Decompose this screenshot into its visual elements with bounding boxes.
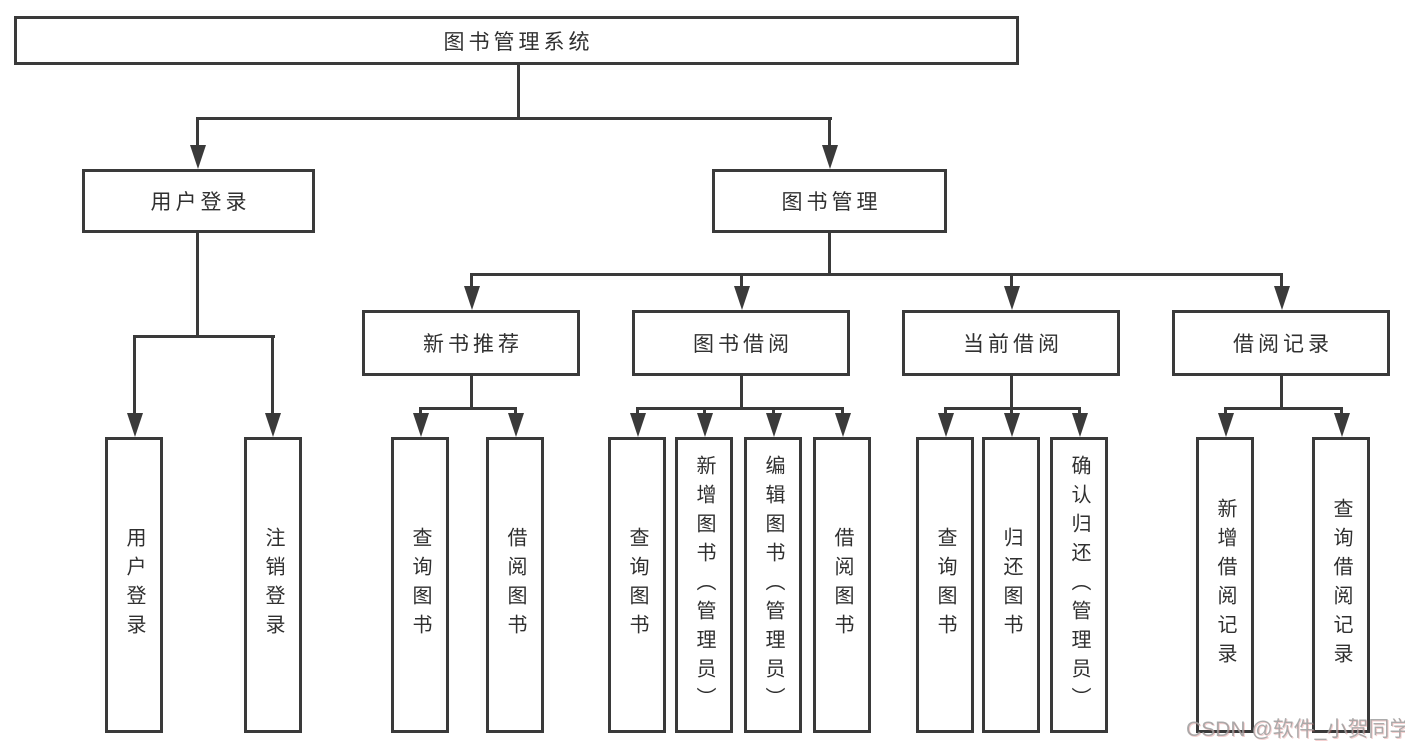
- leaf-borrow-books-recommend-label: 借阅图书: [504, 527, 526, 643]
- arrowhead-new-book-recommend: [464, 286, 480, 310]
- node-user-login-module: 用户登录: [82, 169, 315, 233]
- leaf-query-books-borrowing-label: 查询图书: [626, 527, 648, 643]
- leaf-query-books-current-label: 查询图书: [934, 527, 956, 643]
- node-book-borrowing: 图书借阅: [632, 310, 850, 376]
- node-new-book-recommend-label: 新书推荐: [423, 333, 523, 356]
- connector-to-leaf-query-current: [944, 407, 947, 415]
- arrowhead-leaf-confirm-return: [1072, 413, 1088, 437]
- connector-to-leaf-borrow-recommend: [514, 407, 517, 415]
- node-new-book-recommend: 新书推荐: [362, 310, 580, 376]
- leaf-confirm-return-admin-label: 确认归还（管理员）: [1068, 454, 1090, 716]
- connector-borrowing-bar: [636, 407, 844, 410]
- leaf-query-books-current: 查询图书: [916, 437, 974, 733]
- leaf-query-books-recommend-label: 查询图书: [409, 527, 431, 643]
- leaf-edit-book-admin: 编辑图书（管理员）: [744, 437, 802, 733]
- connector-to-leaf-edit-book: [772, 407, 775, 415]
- node-root-label: 图书管理系统: [443, 30, 594, 54]
- leaf-edit-book-admin-label: 编辑图书（管理员）: [762, 454, 784, 716]
- csdn-watermark: CSDN @软件_小贺同学: [1186, 718, 1405, 741]
- arrowhead-borrowing-records: [1274, 286, 1290, 310]
- connector-current-stem: [1010, 376, 1013, 407]
- leaf-query-borrow-record-label: 查询借阅记录: [1330, 498, 1352, 672]
- node-current-borrowing: 当前借阅: [902, 310, 1120, 376]
- leaf-user-login-label: 用户登录: [123, 527, 145, 643]
- connector-to-leaf-query-recommend: [419, 407, 422, 415]
- arrowhead-user-login: [190, 145, 206, 169]
- connector-records-bar: [1224, 407, 1342, 410]
- connector-to-leaf-query-borrowing: [636, 407, 639, 415]
- leaf-add-book-admin: 新增图书（管理员）: [675, 437, 733, 733]
- leaf-user-login: 用户登录: [105, 437, 163, 733]
- arrowhead-leaf-user-login: [127, 413, 143, 437]
- connector-to-leaf-user-login: [133, 335, 136, 415]
- connector-borrowing-stem: [740, 376, 743, 407]
- leaf-add-book-admin-label: 新增图书（管理员）: [693, 454, 715, 716]
- node-borrowing-records: 借阅记录: [1172, 310, 1390, 376]
- connector-user-login-bar: [133, 335, 275, 338]
- leaf-borrow-books-borrowing-label: 借阅图书: [831, 527, 853, 643]
- arrowhead-leaf-logout: [265, 413, 281, 437]
- leaf-add-borrow-record-label: 新增借阅记录: [1214, 498, 1236, 672]
- connector-root-bar: [196, 117, 832, 120]
- leaf-query-books-recommend: 查询图书: [391, 437, 449, 733]
- node-book-borrowing-label: 图书借阅: [693, 333, 793, 356]
- leaf-return-books: 归还图书: [982, 437, 1040, 733]
- node-user-login-module-label: 用户登录: [150, 191, 251, 214]
- arrowhead-leaf-return-books: [1004, 413, 1020, 437]
- leaf-query-books-borrowing: 查询图书: [608, 437, 666, 733]
- arrowhead-leaf-add-record: [1218, 413, 1234, 437]
- arrowhead-leaf-query-record: [1334, 413, 1350, 437]
- arrowhead-current-borrowing: [1004, 286, 1020, 310]
- arrowhead-book-management: [822, 145, 838, 169]
- connector-to-leaf-add-record: [1224, 407, 1227, 415]
- node-borrowing-records-label: 借阅记录: [1233, 333, 1333, 356]
- arrowhead-leaf-borrow-book: [835, 413, 851, 437]
- arrowhead-book-borrowing: [734, 286, 750, 310]
- leaf-borrow-books-borrowing: 借阅图书: [813, 437, 871, 733]
- leaf-add-borrow-record: 新增借阅记录: [1196, 437, 1254, 733]
- connector-book-management-stem: [828, 233, 831, 273]
- leaf-confirm-return-admin: 确认归还（管理员）: [1050, 437, 1108, 733]
- node-current-borrowing-label: 当前借阅: [963, 333, 1063, 356]
- arrowhead-leaf-query-borrowing: [630, 413, 646, 437]
- connector-to-leaf-confirm-return: [1078, 407, 1081, 415]
- arrowhead-leaf-add-book: [697, 413, 713, 437]
- connector-to-current-borrowing: [1010, 273, 1013, 288]
- connector-recommend-bar: [419, 407, 517, 410]
- leaf-query-borrow-record: 查询借阅记录: [1312, 437, 1370, 733]
- connector-recommend-stem: [470, 376, 473, 407]
- connector-to-new-book-recommend: [470, 273, 473, 288]
- arrowhead-leaf-query-recommend: [413, 413, 429, 437]
- leaf-return-books-label: 归还图书: [1000, 527, 1022, 643]
- node-book-management: 图书管理: [712, 169, 947, 233]
- connector-root-stem: [517, 65, 520, 117]
- connector-records-stem: [1280, 376, 1283, 407]
- connector-root-to-book-management: [828, 117, 831, 147]
- leaf-logout: 注销登录: [244, 437, 302, 733]
- connector-to-leaf-logout: [271, 335, 274, 415]
- arrowhead-leaf-edit-book: [766, 413, 782, 437]
- connector-to-borrowing-records: [1280, 273, 1283, 288]
- node-book-management-label: 图书管理: [781, 191, 882, 214]
- connector-to-leaf-add-book: [703, 407, 706, 415]
- connector-to-book-borrowing: [740, 273, 743, 288]
- connector-root-to-user-login: [196, 117, 199, 147]
- leaf-logout-label: 注销登录: [262, 527, 284, 643]
- connector-to-leaf-query-record: [1340, 407, 1343, 415]
- arrowhead-leaf-borrow-recommend: [508, 413, 524, 437]
- connector-book-management-bar: [470, 273, 1283, 276]
- connector-to-leaf-return-books: [1010, 407, 1013, 415]
- connector-to-leaf-borrow-book: [841, 407, 844, 415]
- connector-user-login-stem: [196, 233, 199, 335]
- node-root: 图书管理系统: [14, 16, 1019, 65]
- leaf-borrow-books-recommend: 借阅图书: [486, 437, 544, 733]
- arrowhead-leaf-query-current: [938, 413, 954, 437]
